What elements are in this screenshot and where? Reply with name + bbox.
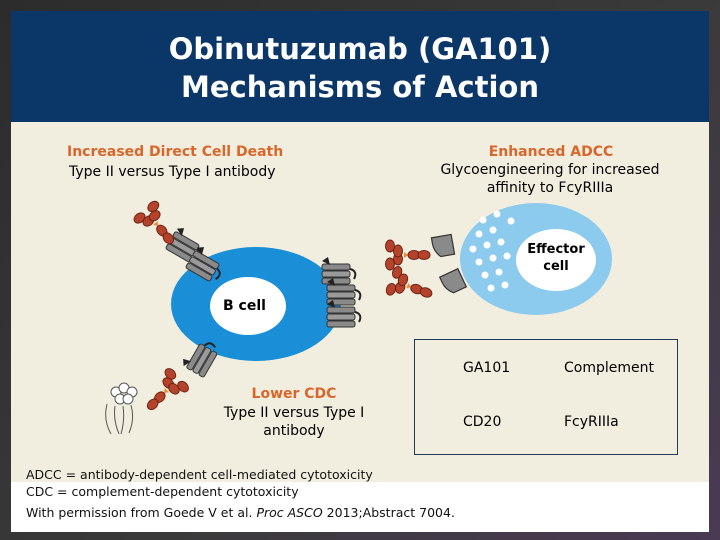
adcc-sub-line-1: Glycoengineering for increased bbox=[440, 162, 660, 178]
ga101-antibody bbox=[384, 264, 438, 310]
adcc-heading: Enhanced ADCC bbox=[488, 144, 614, 160]
legend bbox=[414, 339, 678, 455]
legend-label-ga101: GA101 bbox=[463, 360, 511, 376]
adcc-sub-line-2: affinity to FcyRIIIa bbox=[486, 180, 614, 196]
effector-cell-nucleus bbox=[516, 229, 596, 291]
legend-label-complement: Complement bbox=[564, 360, 654, 376]
title-bar: Obinutuzumab (GA101) Mechanisms of Actio… bbox=[11, 11, 709, 122]
citation-prefix: With permission from Goede V et al. bbox=[26, 505, 257, 520]
fc-receptor bbox=[439, 268, 467, 296]
legend-label-fcr: FcyRIIIa bbox=[564, 414, 619, 430]
footnote-adcc: ADCC = antibody-dependent cell-mediated … bbox=[26, 467, 373, 482]
complement-cluster bbox=[105, 382, 138, 435]
ga101-antibody bbox=[385, 239, 431, 271]
granules bbox=[469, 210, 515, 292]
title-line-2: Mechanisms of Action bbox=[181, 70, 539, 104]
diagram-panel: Increased Direct Cell Death Type II vers… bbox=[11, 122, 709, 482]
legend-label-cd20: CD20 bbox=[463, 414, 502, 430]
fc-receptor bbox=[430, 233, 456, 259]
direct-death-sub: Type II versus Type I antibody bbox=[69, 164, 276, 180]
cd20-receptor bbox=[321, 256, 357, 285]
cdc-sub-line-2: antibody bbox=[263, 423, 325, 439]
b-cell-nucleus bbox=[210, 277, 286, 335]
citation-journal: Proc ASCO bbox=[256, 505, 323, 520]
cdc-heading: Lower CDC bbox=[251, 386, 337, 402]
mechanism-diagram bbox=[105, 198, 612, 436]
effector-label-line-2: cell bbox=[543, 259, 569, 274]
cdc-sub-line-1: Type II versus Type I bbox=[223, 405, 365, 421]
effector-label-line-1: Effector bbox=[527, 242, 585, 257]
direct-death-heading: Increased Direct Cell Death bbox=[67, 144, 284, 160]
citation: With permission from Goede V et al. Proc… bbox=[26, 505, 455, 520]
slide: Obinutuzumab (GA101) Mechanisms of Actio… bbox=[11, 11, 709, 532]
b-cell-label: B cell bbox=[223, 298, 266, 314]
footer: CDC = complement-dependent cytotoxicity … bbox=[11, 482, 709, 532]
citation-suffix: 2013;Abstract 7004. bbox=[322, 505, 455, 520]
title-line-1: Obinutuzumab (GA101) bbox=[168, 32, 552, 66]
ga101-antibody bbox=[137, 365, 192, 420]
footnote-cdc: CDC = complement-dependent cytotoxicity bbox=[26, 484, 299, 499]
